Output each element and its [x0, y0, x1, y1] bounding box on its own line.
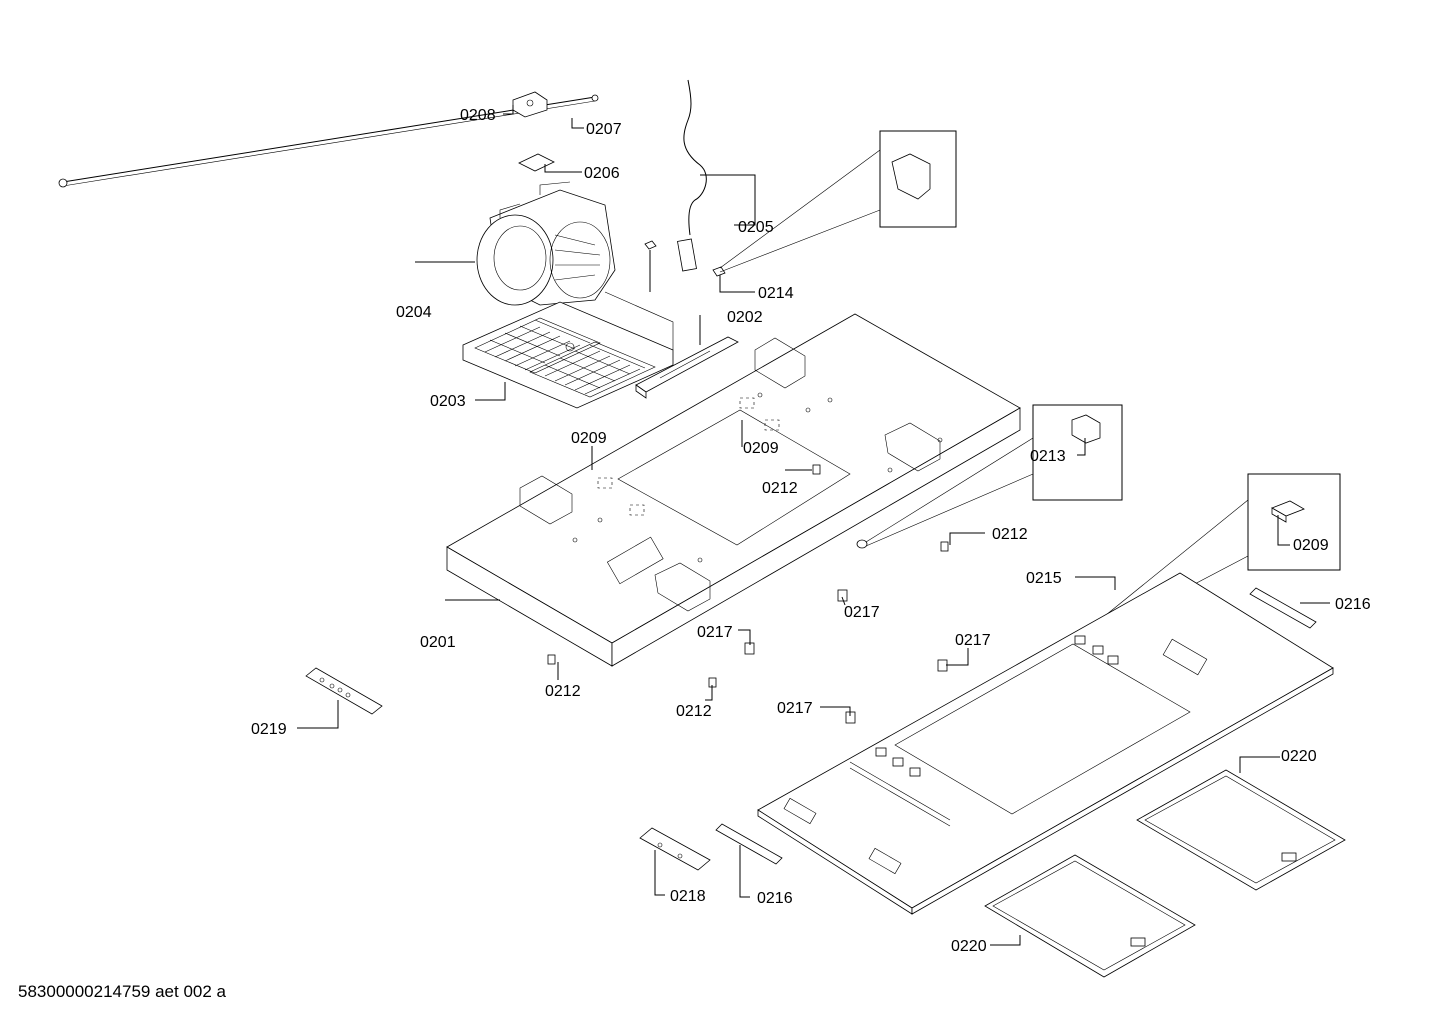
part-0214-clip: [644, 130, 957, 277]
part-0216-strip-left: [715, 823, 783, 865]
part-0219-remote: [305, 667, 383, 715]
part-labels: 0201 0202 0203 0204 0205 0206 0207 0208 …: [251, 107, 1371, 955]
part-0203-filter-grid: [462, 291, 674, 409]
label-0216-left: 0216: [757, 890, 793, 907]
label-0217-b: 0217: [697, 624, 733, 641]
part-0207-rod: [58, 94, 599, 188]
part-0215-base-plate: [757, 572, 1334, 915]
part-0204-fan-motor: [476, 181, 616, 306]
part-0208-clip: [512, 91, 548, 118]
label-0202: 0202: [727, 309, 763, 326]
leader-lines: [297, 105, 1330, 946]
part-0205-cable: [677, 79, 707, 272]
label-0209-right: 0209: [1293, 537, 1329, 554]
label-0220-lower: 0220: [951, 938, 987, 955]
label-0201: 0201: [420, 634, 456, 651]
label-0215: 0215: [1026, 570, 1062, 587]
label-0209-left: 0209: [571, 430, 607, 447]
label-0206: 0206: [584, 165, 620, 182]
label-0213: 0213: [1030, 448, 1066, 465]
label-0218: 0218: [670, 888, 706, 905]
label-0203: 0203: [430, 393, 466, 410]
part-0201-body-panel: [446, 313, 1021, 667]
label-0204: 0204: [396, 304, 432, 321]
label-0212-lower-center: 0212: [676, 703, 712, 720]
label-0219: 0219: [251, 721, 287, 738]
label-0212-lower-left: 0212: [545, 683, 581, 700]
part-0220-filter-b: [984, 854, 1196, 978]
label-0214: 0214: [758, 285, 794, 302]
label-0220-right: 0220: [1281, 748, 1317, 765]
label-0217-d: 0217: [777, 700, 813, 717]
part-0213-cap: [856, 404, 1123, 549]
label-0216-right: 0216: [1335, 596, 1371, 613]
label-0209-center: 0209: [743, 440, 779, 457]
drawing-reference-number: 58300000214759 aet 002 a: [18, 982, 226, 1001]
label-0212-center: 0212: [762, 480, 798, 497]
label-0205: 0205: [738, 219, 774, 236]
part-0218-holder: [639, 827, 711, 871]
label-0208: 0208: [460, 107, 496, 124]
part-0202-strip: [635, 336, 739, 399]
label-0217-a: 0217: [844, 604, 880, 621]
part-0216-strip-right: [1249, 587, 1317, 629]
part-0206-plate: [518, 153, 555, 172]
part-0220-filter-a: [1136, 769, 1346, 891]
label-0212-right: 0212: [992, 526, 1028, 543]
label-0217-c: 0217: [955, 632, 991, 649]
label-0207: 0207: [586, 121, 622, 138]
